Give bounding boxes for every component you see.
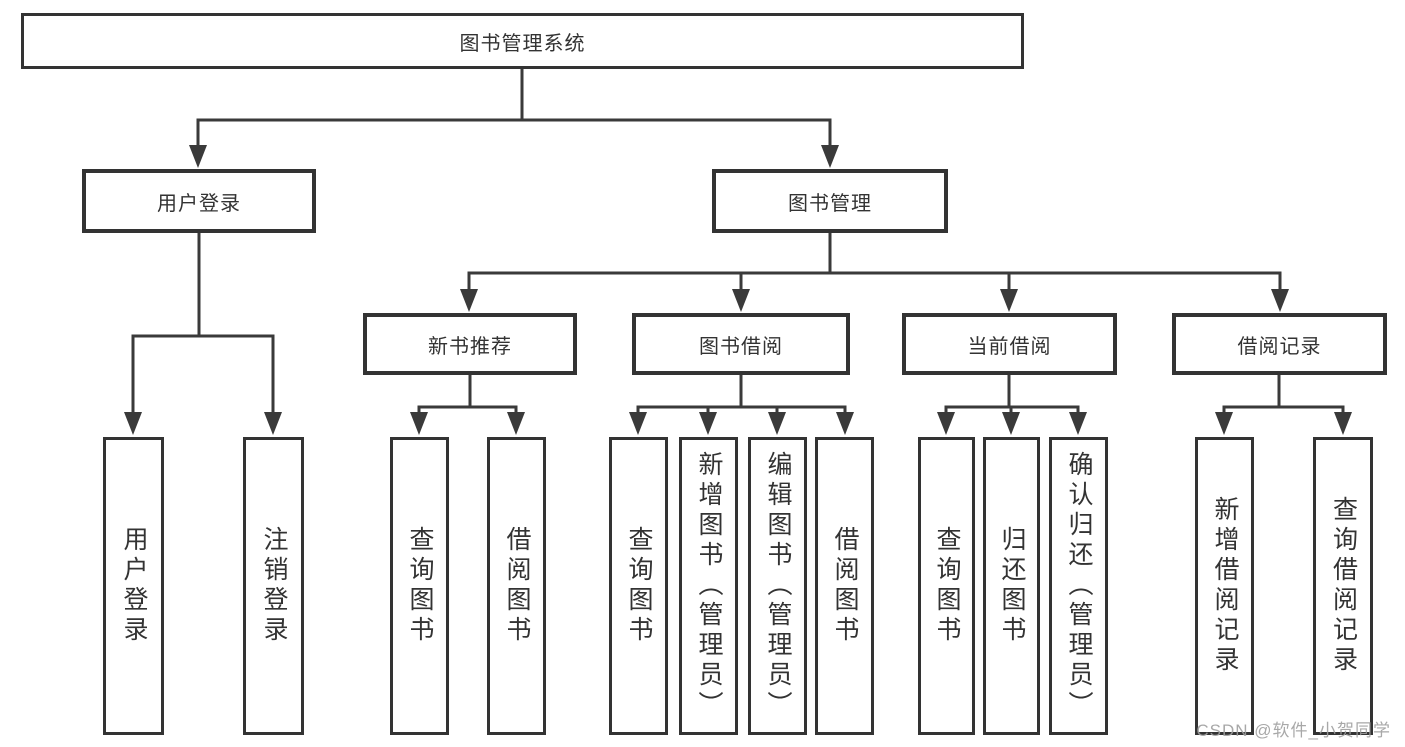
arrowhead-down-icon bbox=[937, 412, 955, 435]
arrowhead-down-icon bbox=[1002, 412, 1020, 435]
leaf-borrow-books-2: 借阅图书 bbox=[815, 437, 874, 735]
leaf-add-borrow-record: 新增借阅记录 bbox=[1195, 437, 1254, 735]
node-user-login-branch: 用户登录 bbox=[82, 169, 316, 233]
leaf-label: 查询图书 bbox=[625, 526, 653, 646]
arrowhead-down-icon bbox=[507, 412, 525, 435]
node-book-management-branch: 图书管理 bbox=[712, 169, 948, 233]
node-new-book-recommend: 新书推荐 bbox=[363, 313, 577, 375]
leaf-label: 用户登录 bbox=[120, 526, 148, 646]
leaf-query-books-3: 查询图书 bbox=[918, 437, 975, 735]
leaf-label: 确认归还（管理员） bbox=[1065, 451, 1093, 721]
arrowhead-down-icon bbox=[1215, 412, 1233, 435]
leaf-query-borrow-record: 查询借阅记录 bbox=[1313, 437, 1373, 735]
arrowhead-down-icon bbox=[821, 145, 839, 168]
arrowhead-down-icon bbox=[460, 289, 478, 312]
arrowhead-down-icon bbox=[699, 412, 717, 435]
arrowhead-down-icon bbox=[1069, 412, 1087, 435]
node-current-borrowing: 当前借阅 bbox=[902, 313, 1117, 375]
leaf-return-books: 归还图书 bbox=[983, 437, 1040, 735]
leaf-label: 查询图书 bbox=[406, 526, 434, 646]
node-label: 新书推荐 bbox=[428, 335, 512, 358]
arrowhead-down-icon bbox=[410, 412, 428, 435]
leaf-edit-books-admin: 编辑图书（管理员） bbox=[748, 437, 807, 735]
node-borrowing-records: 借阅记录 bbox=[1172, 313, 1387, 375]
leaf-borrow-books-1: 借阅图书 bbox=[487, 437, 546, 735]
arrowhead-down-icon bbox=[1000, 289, 1018, 312]
node-label: 图书管理 bbox=[788, 192, 872, 215]
node-label: 图书借阅 bbox=[699, 335, 783, 358]
node-root-label: 图书管理系统 bbox=[459, 32, 586, 55]
leaf-confirm-return-admin: 确认归还（管理员） bbox=[1049, 437, 1108, 735]
arrowhead-down-icon bbox=[264, 412, 282, 435]
leaf-label: 借阅图书 bbox=[831, 526, 859, 646]
arrowhead-down-icon bbox=[836, 412, 854, 435]
leaf-label: 新增图书（管理员） bbox=[695, 451, 723, 721]
leaf-query-books-2: 查询图书 bbox=[609, 437, 668, 735]
csdn-watermark: CSDN @软件_小贺同学 bbox=[1196, 721, 1391, 740]
leaf-query-books-1: 查询图书 bbox=[390, 437, 449, 735]
leaf-label: 查询图书 bbox=[933, 526, 961, 646]
arrowhead-down-icon bbox=[124, 412, 142, 435]
leaf-add-books-admin: 新增图书（管理员） bbox=[679, 437, 738, 735]
leaf-label: 编辑图书（管理员） bbox=[764, 451, 792, 721]
arrowhead-down-icon bbox=[1334, 412, 1352, 435]
node-label: 当前借阅 bbox=[967, 335, 1052, 358]
arrowhead-down-icon bbox=[732, 289, 750, 312]
leaf-user-login: 用户登录 bbox=[103, 437, 164, 735]
leaf-logout: 注销登录 bbox=[243, 437, 304, 735]
leaf-label: 借阅图书 bbox=[503, 526, 531, 646]
leaf-label: 查询借阅记录 bbox=[1329, 496, 1358, 676]
arrowhead-down-icon bbox=[1271, 289, 1289, 312]
leaf-label: 归还图书 bbox=[998, 526, 1026, 646]
arrowhead-down-icon bbox=[629, 412, 647, 435]
arrowhead-down-icon bbox=[768, 412, 786, 435]
node-label: 用户登录 bbox=[157, 192, 241, 215]
node-root-system: 图书管理系统 bbox=[21, 13, 1024, 69]
node-book-borrowing: 图书借阅 bbox=[632, 313, 850, 375]
leaf-label: 注销登录 bbox=[260, 526, 288, 646]
leaf-label: 新增借阅记录 bbox=[1211, 496, 1239, 676]
arrowhead-down-icon bbox=[189, 145, 207, 168]
node-label: 借阅记录 bbox=[1237, 335, 1322, 358]
